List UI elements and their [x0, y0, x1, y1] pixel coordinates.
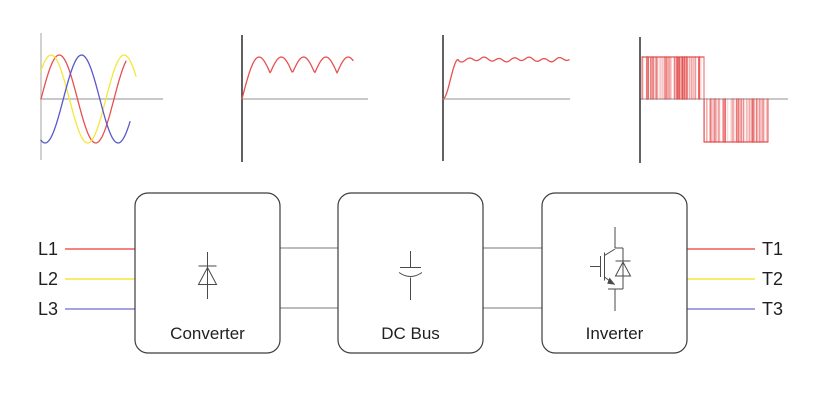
diode-icon — [197, 252, 218, 299]
igbt-icon — [590, 227, 632, 311]
rectified-curve — [241, 56, 354, 100]
filtered-curve — [442, 56, 570, 100]
pwm-lines — [641, 56, 769, 143]
waveform-rectified-dc — [241, 35, 368, 162]
waveform-path — [40, 54, 131, 144]
waveform-path — [40, 54, 137, 144]
output-terminals: T1 T2 T3 — [687, 239, 783, 319]
input-label-l1: L1 — [38, 239, 58, 259]
converter-label: Converter — [170, 324, 245, 343]
input-terminals: L1 L2 L3 — [38, 239, 135, 319]
input-label-l2: L2 — [38, 269, 58, 289]
block-converter: Converter — [134, 192, 281, 354]
dc-rails — [280, 247, 542, 309]
waveform-three-phase-input — [40, 33, 163, 160]
inverter-box — [541, 192, 688, 354]
capacitor-icon — [398, 251, 423, 300]
dc-bus-label: DC Bus — [381, 324, 440, 343]
waveform-path — [241, 56, 354, 100]
waveform-pwm-output — [639, 37, 788, 163]
dc-bus-box — [337, 192, 484, 354]
waveform-filtered-dc — [442, 35, 570, 161]
output-label-t2: T2 — [762, 269, 783, 289]
waveform-path — [442, 56, 570, 100]
output-label-t3: T3 — [762, 299, 783, 319]
input-label-l3: L3 — [38, 299, 58, 319]
block-inverter: Inverter — [541, 192, 688, 354]
block-dc-bus: DC Bus — [337, 192, 484, 354]
output-label-t1: T1 — [762, 239, 783, 259]
three-phase-curves — [40, 54, 137, 144]
inverter-label: Inverter — [586, 324, 644, 343]
